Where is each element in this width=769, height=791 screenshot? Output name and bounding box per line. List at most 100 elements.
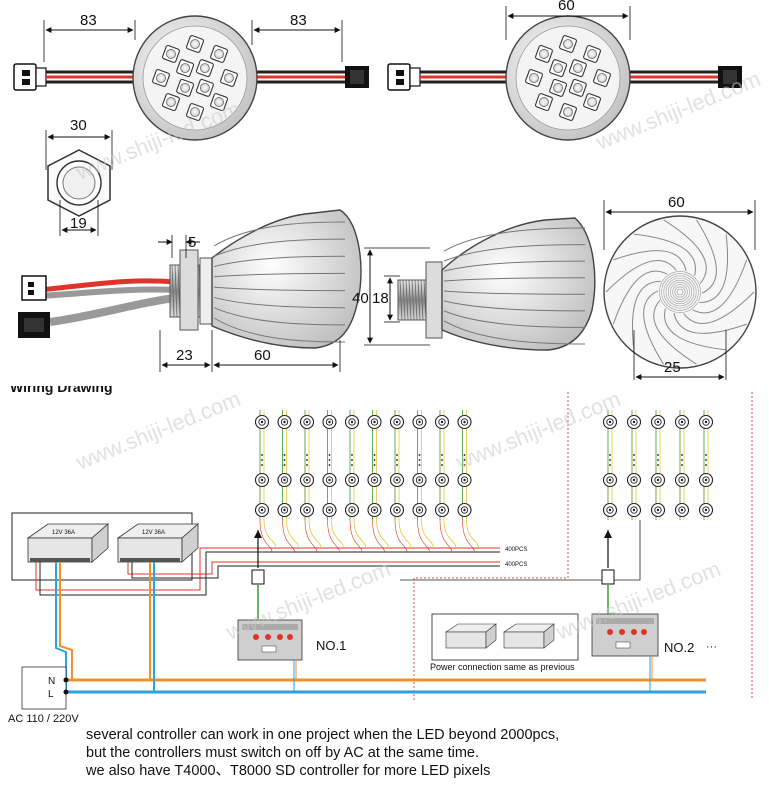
led-chip bbox=[534, 93, 553, 112]
pixel-bead bbox=[698, 472, 714, 488]
led-chip bbox=[583, 93, 602, 112]
led-chip bbox=[549, 78, 568, 97]
led-chip bbox=[568, 78, 587, 97]
bulb-side-view-2: 40 18 bbox=[352, 217, 596, 351]
hex-nut-view: 30 19 bbox=[45, 117, 113, 236]
pixel-bead bbox=[299, 414, 315, 430]
pixel-bead bbox=[344, 472, 360, 488]
pixel-bead bbox=[602, 414, 618, 430]
led-chip bbox=[176, 78, 195, 97]
pixel-bead bbox=[650, 472, 666, 488]
pixel-bead bbox=[434, 502, 450, 518]
watermark-2: www.shiji-led.com bbox=[452, 386, 624, 475]
pixel-bead bbox=[367, 414, 382, 430]
caption: several controller can work in one proje… bbox=[86, 726, 726, 780]
controller-2-ellipsis: ··· bbox=[706, 641, 717, 653]
pixel-bead bbox=[254, 414, 270, 430]
pixel-bead bbox=[434, 414, 450, 430]
count-label-1: 400PCS bbox=[505, 547, 527, 553]
led-chip bbox=[161, 44, 180, 63]
pixel-bead bbox=[367, 472, 382, 488]
pixel-bead bbox=[299, 472, 315, 488]
watermark-1: www.shiji-led.com bbox=[72, 386, 244, 475]
controller-2-label: NO.2 bbox=[664, 640, 694, 655]
caption-line-2: but the controllers must switch on off b… bbox=[86, 745, 480, 761]
dim-thread-len: 5 bbox=[188, 234, 196, 251]
pixel-bead bbox=[322, 414, 337, 430]
led-chip bbox=[186, 35, 204, 53]
caption-line-1: several controller can work in one proje… bbox=[86, 727, 560, 743]
pixel-bead bbox=[626, 414, 642, 430]
led-chip bbox=[186, 103, 204, 121]
controller-2: NO.2 ··· bbox=[591, 530, 717, 657]
led-chip bbox=[195, 78, 214, 97]
pixel-bead bbox=[412, 472, 427, 488]
pixel-bead bbox=[367, 502, 382, 518]
pixel-bead bbox=[254, 502, 270, 518]
led-chip bbox=[559, 35, 577, 53]
pixel-bead bbox=[389, 502, 405, 518]
pixel-bead bbox=[277, 414, 292, 430]
led-chip bbox=[559, 103, 577, 121]
dim-cable-left: 83 bbox=[80, 12, 97, 29]
led-chip bbox=[161, 93, 180, 112]
pixel-bead bbox=[626, 472, 642, 488]
controller-1: NO.1 bbox=[237, 530, 346, 661]
pixel-bead bbox=[344, 502, 360, 518]
pixel-bead bbox=[602, 472, 618, 488]
pixel-bead bbox=[254, 472, 270, 488]
pixel-bead bbox=[322, 472, 337, 488]
led-chip bbox=[593, 69, 611, 87]
pixel-bead bbox=[674, 472, 690, 488]
dim-body-len: 60 bbox=[254, 347, 271, 364]
pixel-bead bbox=[389, 472, 405, 488]
dim-cable-right: 83 bbox=[290, 12, 307, 29]
pixel-bead bbox=[322, 502, 337, 518]
pixel-bead bbox=[457, 502, 472, 518]
pixel-bead bbox=[457, 472, 472, 488]
led-chip bbox=[210, 93, 229, 112]
pixel-bead bbox=[650, 414, 666, 430]
terminal-n: N bbox=[48, 676, 55, 687]
led-chip bbox=[568, 59, 587, 78]
led-chip bbox=[176, 59, 195, 78]
pixel-bead bbox=[277, 502, 292, 518]
psu-1: 12V 36A bbox=[26, 523, 110, 563]
connector-left bbox=[13, 63, 37, 91]
pixel-bead bbox=[457, 414, 472, 430]
led-chip bbox=[549, 59, 568, 78]
pixel-bead bbox=[626, 502, 642, 518]
bulb-front-view: 60 25 bbox=[603, 194, 757, 384]
pixel-bead bbox=[277, 472, 292, 488]
dim-height-outer: 40 bbox=[352, 290, 369, 307]
psu-pair-note: Power connection same as previous bbox=[430, 613, 579, 672]
dim-nut-width: 30 bbox=[70, 117, 87, 134]
ac-voltage-label: AC 110 / 220V bbox=[8, 713, 79, 725]
pixel-bead bbox=[412, 414, 427, 430]
dim-thread-part: 23 bbox=[176, 347, 193, 364]
psu-2-label: 12V 36A bbox=[142, 530, 165, 536]
terminal-l: L bbox=[48, 689, 54, 700]
wiring-section: Wiring Drawing 12V 36A 12V 36A 400PCS 40… bbox=[0, 379, 769, 710]
psu-2: 12V 36A bbox=[116, 523, 200, 563]
dim-module-width: 60 bbox=[558, 0, 575, 14]
bulb-side-view-1: 5 23 60 bbox=[18, 209, 362, 372]
led-chip bbox=[220, 69, 238, 87]
led-chip bbox=[534, 44, 553, 63]
pixel-bead bbox=[698, 502, 714, 518]
led-chip bbox=[525, 69, 543, 87]
watermark-3: www.shiji-led.com bbox=[222, 556, 394, 645]
caption-line-3: we also have T4000、T8000 SD controller f… bbox=[86, 763, 491, 779]
dim-center-dia: 25 bbox=[664, 359, 681, 376]
led-chip bbox=[583, 44, 602, 63]
pixel-bead bbox=[412, 502, 427, 518]
led-module-right: 60 bbox=[387, 0, 742, 141]
led-chip bbox=[152, 69, 170, 87]
count-label-2: 400PCS bbox=[505, 562, 527, 568]
dim-front-dia: 60 bbox=[668, 194, 685, 211]
dim-nut-inner: 19 bbox=[70, 215, 87, 232]
controller-1-label: NO.1 bbox=[316, 638, 346, 653]
dim-height-inner: 18 bbox=[372, 290, 389, 307]
pixel-bead bbox=[674, 502, 690, 518]
power-note: Power connection same as previous bbox=[430, 662, 575, 672]
